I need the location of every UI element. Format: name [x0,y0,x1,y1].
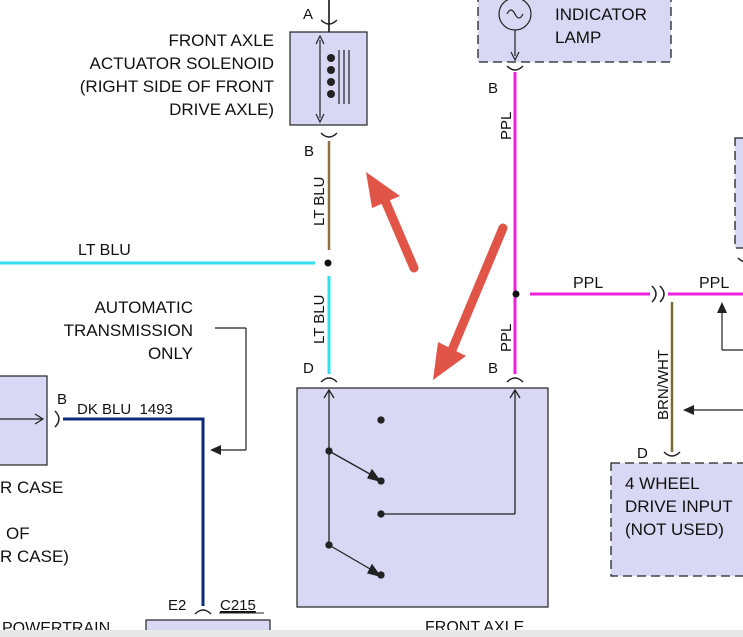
solenoid-label: FRONT AXLE ACTUATOR SOLENOID (RIGHT SIDE… [80,31,274,119]
transfer-case-box [0,375,48,466]
pin-switch-right: B [488,360,498,377]
wire-label-ppl-upper: PPL [498,112,515,140]
transfer-case-label-line-1: R CASE [0,478,63,497]
wire-label-ppl-lower: PPL [498,324,515,352]
splice-ppl [512,290,520,298]
connector-four-wheel-icon [663,451,681,457]
connector-indicator-icon [506,65,524,71]
pin-powertrain: E2 [168,597,186,614]
lamp-bulb-icon [498,0,532,62]
solenoid-label-line-3: (RIGHT SIDE OF FRONT [80,77,274,96]
red-arrow-lower-icon [433,223,508,380]
wire-label-lt-blu-lower: LT BLU [311,295,328,344]
transfer-case-label-line-2: OF [6,524,30,543]
connector-solenoid-bottom-icon [320,132,338,138]
solenoid-coil-icon [315,34,350,124]
four-wheel-label-line-3: (NOT USED) [625,520,724,539]
solenoid-label-line-2: ACTUATOR SOLENOID [89,54,274,73]
connector-partial-top-right-icon [737,257,743,263]
auto-trans-line-3: ONLY [148,344,193,363]
indicator-label-line-1: INDICATOR [555,5,647,24]
pin-transfer-case: B [57,391,67,408]
connector-transfer-case-icon [54,410,60,428]
connector-c215: C215 [220,597,256,614]
solenoid-box [289,31,368,126]
transfer-case-label-line-3: R CASE) [0,547,69,566]
pin-indicator-bottom: B [488,80,498,97]
switch-contacts-icon [323,388,521,579]
wire-label-ppl-horiz-left: PPL [573,275,603,292]
pin-switch-left: D [303,360,314,377]
partial-component-top-right [734,137,743,249]
wire-dk-blu [63,417,205,606]
auto-trans-note: AUTOMATIC TRANSMISSION ONLY [64,298,193,363]
indicator-label-line-2: LAMP [555,28,601,47]
bottom-edge [0,630,743,637]
connector-switch-left-icon [320,377,338,383]
front-axle-switch-box [296,387,549,608]
wire-label-ppl-horiz-right: PPL [699,275,729,292]
wire-label-lt-blu-upper: LT BLU [311,177,328,226]
pin-solenoid-top: A [303,6,313,23]
solenoid-label-line-1: FRONT AXLE [169,31,275,50]
four-wheel-label-line-2: DRIVE INPUT [625,497,733,516]
pin-solenoid-bottom: B [304,143,314,160]
connector-solenoid-top-icon [320,19,338,25]
four-wheel-label-line-1: 4 WHEEL [625,474,700,493]
auto-trans-pointer-icon [210,327,247,455]
transfer-case-pin-icon [0,413,45,425]
pin-four-wheel: D [637,445,648,462]
red-arrow-upper-icon [366,172,419,273]
wire-label-lt-blu-horizontal: LT BLU [78,242,131,259]
wire-label-brn-wht: BRN/WHT [655,350,672,420]
wire-label-dk-blu: DK BLU 1493 [77,401,173,418]
connector-powertrain-icon [194,609,212,615]
signal-arrow-left-icon [683,405,743,415]
auto-trans-line-1: AUTOMATIC [94,298,193,317]
splice-lt-blu [324,259,332,267]
signal-arrow-up-icon [717,302,743,351]
solenoid-label-line-4: DRIVE AXLE) [169,100,274,119]
auto-trans-line-2: TRANSMISSION [64,321,193,340]
four-wheel-drive-box [610,462,743,577]
connector-switch-right-icon [506,377,524,383]
inline-connector-icon [651,285,665,303]
